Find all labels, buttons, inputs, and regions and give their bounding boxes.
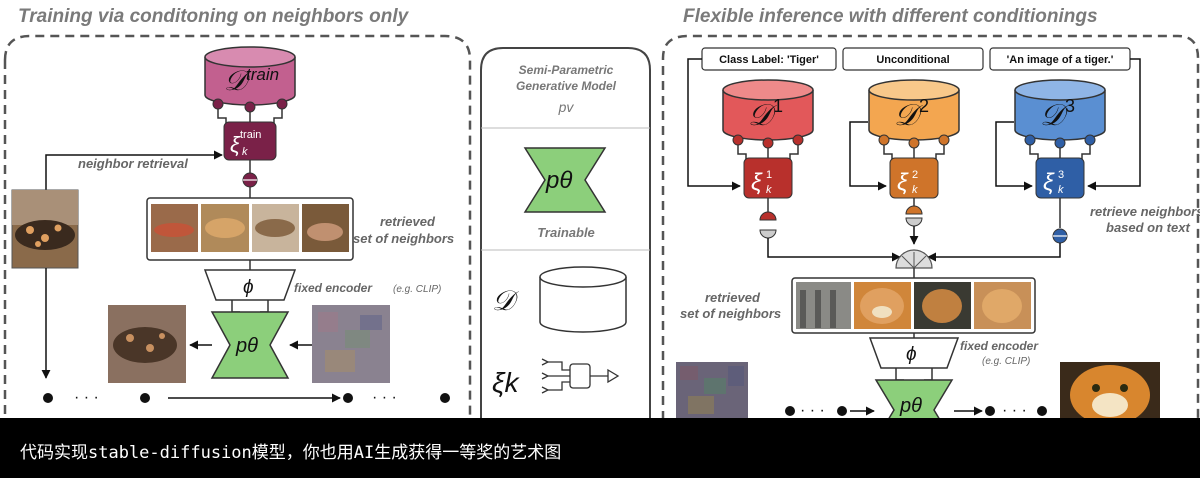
decoder-3-database: 𝒟 3 [1014,79,1106,149]
middle-trainable-label: Trainable [537,225,595,240]
right-fixed-encoder-note: (e.g. CLIP) [982,356,1030,367]
xi-train-block: ξ k train [223,121,277,161]
left-retrieved-label-1: retrieved [380,214,436,229]
decoder-train-database: 𝒟 train [204,46,296,113]
left-panel: Training via conditoning on neighbors on… [3,6,472,420]
xi-1-symbol: ξ [751,169,763,196]
left-panel-border [3,34,472,420]
xi-3-symbol: ξ [1043,169,1055,196]
caption-text: 代码实现stable-diffusion模型，你也用AI生成获得一等奖的艺术图 [20,443,562,463]
xi-train-sub: k [242,146,248,158]
right-chain-dots-2: · · · [1002,402,1027,419]
left-retrieved-label-2: set of neighbors [353,231,454,246]
retrieve-text-label-2: based on text [1106,220,1190,235]
xi-1-sub: k [766,184,772,196]
left-neighbors-strip [146,197,354,261]
condition-class-label: Class Label: 'Tiger' [719,54,819,66]
xi-1-sup: 1 [766,169,772,181]
middle-p-theta-label: pθ [545,167,572,194]
middle-panel: Semi-Parametric Generative Model pv pθ T… [480,47,651,420]
left-phi-encoder [203,269,297,301]
right-output-tiger-image [1060,362,1160,425]
left-fixed-encoder-note: (e.g. CLIP) [393,284,441,295]
condition-unconditional-box [842,47,984,71]
right-chain-dots-1: · · · [800,402,825,419]
xi-3-sub: k [1058,184,1064,196]
decoder-1-database: 𝒟 1 [722,79,814,149]
middle-xi-symbol: ξk [492,367,521,398]
condition-text: 'An image of a tiger.' [1007,54,1114,66]
left-p-theta-network [210,311,290,379]
xi-2-sup: 2 [912,169,918,181]
right-neighbors-strip [791,277,1036,334]
left-panel-title: Training via conditoning on neighbors on… [18,6,410,27]
decoder-2-database: 𝒟 2 [868,79,960,149]
right-panel: Flexible inference with different condit… [661,6,1200,441]
xi-train-symbol: ξ [230,132,241,157]
xi-3-sup: 3 [1058,169,1064,181]
right-retrieved-label-1: retrieved [705,290,761,305]
right-phi-encoder [868,337,960,369]
decoder-train-sup: train [246,65,279,84]
middle-retrieval-icon [541,358,620,394]
middle-database-icon [539,266,627,333]
left-denoised-image [108,305,186,383]
left-phi-symbol: ϕ [243,277,254,298]
right-p-theta-label: pθ [899,395,922,417]
left-chain-dots-1: · · · [74,389,99,406]
xi-2-sub: k [912,184,918,196]
left-p-theta-label: pθ [235,335,258,357]
caption-bar: 代码实现stable-diffusion模型，你也用AI生成获得一等奖的艺术图 [0,418,1200,478]
middle-title-line1: Semi-Parametric [519,63,614,77]
decoder-1-sup: 1 [773,96,783,116]
left-noisy-image [312,305,390,383]
right-retrieved-label-2: set of neighbors [680,306,781,321]
neighbor-retrieval-label: neighbor retrieval [78,156,188,171]
right-noise-image [676,362,748,422]
left-chain-dots-2: · · · [372,389,397,406]
retrieve-text-label-1: retrieve neighbors [1090,204,1200,219]
xi-train-sup: train [240,129,261,141]
left-fixed-encoder-label: fixed encoder [294,281,373,295]
xi-2-symbol: ξ [897,169,909,196]
input-gecko-image [11,189,79,269]
condition-unconditional: Unconditional [876,54,949,66]
middle-title-line2: Generative Model [516,79,617,93]
decoder-2-sup: 2 [919,96,929,116]
right-panel-title: Flexible inference with different condit… [683,6,1098,27]
middle-pv-label: pv [558,99,575,115]
middle-p-theta-network [523,147,607,213]
right-fixed-encoder-label: fixed encoder [960,339,1039,353]
decoder-3-sup: 3 [1065,96,1075,116]
right-phi-symbol: ϕ [906,344,917,365]
